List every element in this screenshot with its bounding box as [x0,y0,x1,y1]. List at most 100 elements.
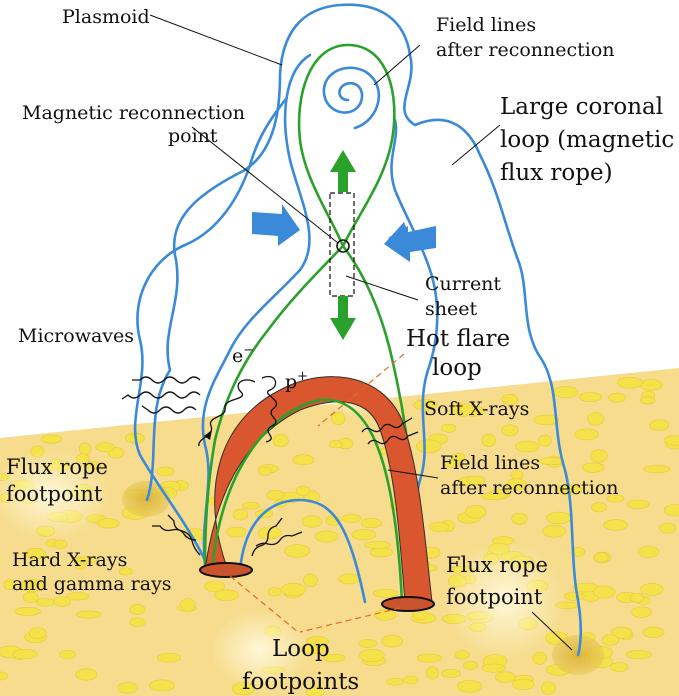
granule [511,678,535,691]
outflow-arrow-down [330,296,356,340]
granule [20,579,44,592]
granule [501,393,519,405]
proton-gyration [261,375,277,443]
granule [574,428,599,441]
granule [328,440,343,449]
granule [305,686,325,696]
inflow-arrow-right-shape [384,222,436,262]
label-plasmoid: Plasmoid [62,6,150,28]
surface-blotch [0,450,110,540]
particle-path-arrow [204,430,212,440]
granule [266,490,285,501]
granule [426,666,439,680]
granule [157,652,182,663]
label-coronal-3: flux rope) [500,160,613,186]
granule [538,434,552,447]
granule [659,522,676,534]
granule [0,671,9,681]
label-coronal-2: loop (magnetic [500,127,674,153]
label-flux-left-1: Flux rope [6,455,108,479]
coronal-loop-leader [451,124,501,166]
granule [295,485,311,496]
granule [625,649,652,660]
granule [451,403,475,417]
flux-rope-right-leader [531,611,573,651]
label-loop-fp-1: Loop [272,636,330,662]
granule [129,604,146,615]
granule [590,449,608,463]
granule [118,567,133,576]
label-flux-left-2: footpoint [6,482,103,506]
granule [272,434,289,448]
coronal-loop-inner-left [133,98,287,562]
granule [649,419,670,431]
granule [587,412,605,426]
granule [14,607,41,616]
granule [369,547,393,558]
surface-blotch [210,610,310,690]
granule [582,462,605,473]
loop-footpoint-right [381,596,435,612]
label-current-1: Current [425,273,501,295]
granule [359,648,385,663]
green-arc-over-flare [210,398,404,604]
granule [533,414,560,426]
granule [663,435,679,446]
granule [374,609,397,621]
granule [606,494,625,503]
granule [642,626,665,638]
granule [663,504,679,517]
label-proton: p+ [285,369,308,393]
granule [593,585,616,599]
label-electron: e− [232,343,254,367]
granule [480,492,506,501]
granule [78,442,92,456]
granule [76,610,102,619]
granule [149,679,175,692]
granule [616,376,643,389]
label-hot-flare-2: loop [432,355,482,381]
label-field-lines-top-1: Field lines [436,14,536,36]
granule [481,433,496,448]
granule [505,478,527,491]
granule [429,521,450,532]
granule [59,649,76,660]
reconnection-leader [191,126,339,244]
granule [372,588,399,598]
granule [640,583,664,596]
granule [351,529,377,541]
hot-flare-leader [317,353,405,427]
granule [341,513,362,523]
blue-low-loop [238,498,367,604]
granule [608,392,627,403]
granule [539,457,565,466]
granule [515,440,540,453]
granule [610,662,629,672]
granule [213,589,239,601]
granule [631,606,652,618]
granule [441,423,457,433]
granule [626,499,650,509]
coronal-loop-outer [145,3,583,657]
granule [495,671,516,683]
hard-xray-emission-right [251,517,303,557]
granule [413,399,438,411]
granule [603,519,628,531]
granule [12,648,38,660]
granule [465,505,487,519]
field-lines-mid-leader [387,469,439,479]
granule [338,573,361,585]
label-flux-right-1: Flux rope [446,553,548,577]
label-soft-xrays: Soft X-rays [424,398,529,420]
granule [95,442,115,452]
granule [284,544,311,558]
granule [542,524,567,538]
granule [302,515,323,528]
granule [403,675,419,685]
green-x-left [203,244,345,567]
granule [25,547,46,560]
granule [117,681,138,694]
granule [28,627,47,639]
